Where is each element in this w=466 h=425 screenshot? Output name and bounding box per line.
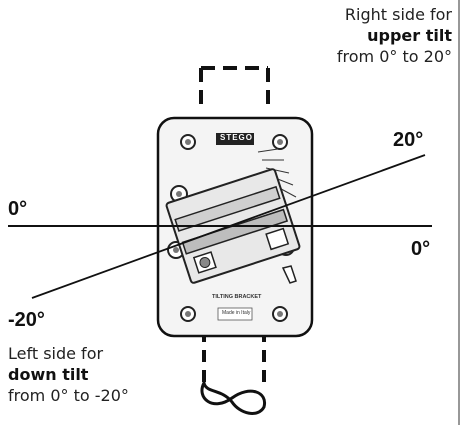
screw	[180, 134, 196, 150]
upper-tilt-line1: Right side for	[344, 5, 452, 24]
screw	[272, 134, 288, 150]
plate-origin: Made in Italy	[222, 310, 251, 316]
upper-tilt-note: Right side for upper tilt from 0° to 20°	[337, 4, 452, 67]
upper-pole-dashed	[199, 66, 270, 112]
twenty-degree-line	[31, 154, 426, 299]
origin-badge	[217, 307, 253, 321]
down-tilt-line1: Left side for	[8, 344, 104, 363]
down-tilt-note: Left side for down tilt from 0° to -20°	[8, 343, 129, 406]
brand-logo-box	[216, 133, 254, 145]
plate-brand: STEGO	[220, 133, 254, 142]
angle-label-zero-right: 0°	[411, 238, 431, 260]
angle-label-minus20: -20°	[8, 309, 45, 331]
lock-lever	[281, 265, 297, 284]
down-tilt-bold: down tilt	[8, 365, 89, 384]
upper-tilt-line3: from 0° to 20°	[336, 47, 452, 66]
angle-label-plus20: 20°	[393, 129, 424, 151]
down-tilt-line3: from 0° to -20°	[8, 386, 129, 405]
screw	[180, 306, 196, 322]
screw	[272, 306, 288, 322]
plate-label: TILTING BRACKET	[212, 294, 262, 300]
upper-tilt-bold: upper tilt	[367, 26, 452, 45]
cable-loop	[200, 378, 267, 415]
angle-label-zero-left: 0°	[8, 198, 28, 220]
